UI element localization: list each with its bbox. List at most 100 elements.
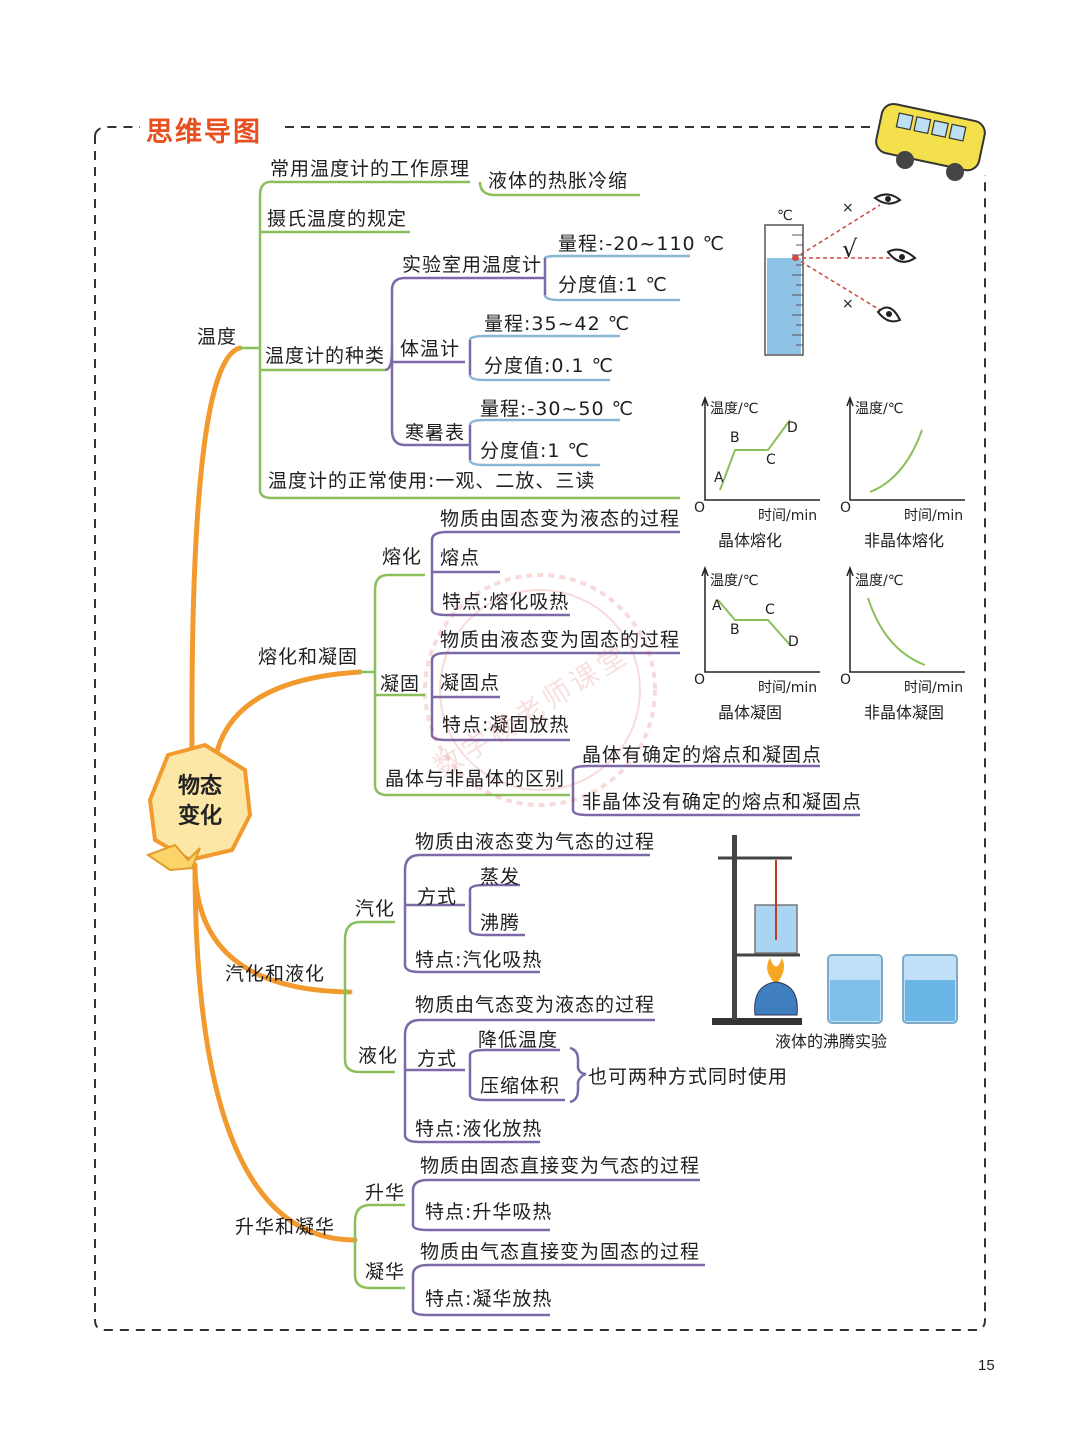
graph2-origin: O xyxy=(840,500,852,516)
branch-sublimation: 升华和凝华 xyxy=(235,1216,336,1238)
crystal-melt-curve xyxy=(719,419,791,491)
bus-illustration xyxy=(875,102,986,181)
graph-curves xyxy=(717,419,926,666)
principle-value: 液体的热胀冷缩 xyxy=(488,170,629,192)
melt-point: 熔点 xyxy=(440,547,481,569)
graph3-point-a: A xyxy=(712,598,722,614)
graph4-origin: O xyxy=(840,672,852,688)
liquefy-feature: 特点:液化放热 xyxy=(415,1118,543,1140)
graph3-ylabel: 温度/℃ xyxy=(710,573,759,589)
boiling-experiment-illustration xyxy=(712,835,958,1025)
vaporize-way: 方式 xyxy=(417,886,458,908)
graph1-xlabel: 时间/min xyxy=(758,508,818,524)
core-badge xyxy=(147,742,253,863)
graph1-point-b: B xyxy=(730,430,740,446)
amorphous-melt-curve xyxy=(869,429,923,493)
graph1-point-a: A xyxy=(714,470,724,486)
types-label: 温度计的种类 xyxy=(265,345,386,367)
deposit-feature: 特点:凝华放热 xyxy=(425,1288,553,1310)
thermometer-illustration xyxy=(764,193,917,356)
sublimation-sub-lines xyxy=(411,1178,705,1317)
melt-definition: 物质由固态变为液态的过程 xyxy=(440,508,681,530)
liquefy-note: 也可两种方式同时使用 xyxy=(588,1066,789,1088)
deposit-definition: 物质由气态直接变为固态的过程 xyxy=(420,1241,701,1263)
graph1-ylabel: 温度/℃ xyxy=(710,401,759,417)
graph3-origin: O xyxy=(694,672,706,688)
lab-thermometer-label: 实验室用温度计 xyxy=(402,254,543,276)
amorphous-solid-curve xyxy=(867,597,926,666)
vaporize-definition: 物质由液态变为气态的过程 xyxy=(415,831,656,853)
body-thermometer-label: 体温计 xyxy=(400,338,461,360)
graph3-point-d: D xyxy=(788,634,799,650)
graph2-xlabel: 时间/min xyxy=(904,508,964,524)
weather-division: 分度值:1 ℃ xyxy=(480,440,590,462)
frame-border xyxy=(94,135,986,1331)
vaporize-label: 汽化 xyxy=(355,898,396,920)
graph3-point-c: C xyxy=(765,602,775,618)
trunk-lines xyxy=(189,345,363,1243)
sublimation-lines xyxy=(353,1203,405,1290)
liquefy-way-2: 压缩体积 xyxy=(480,1075,561,1097)
core-topic: 物态 变化 xyxy=(150,752,250,852)
solidify-feature: 特点:凝固放热 xyxy=(442,714,570,736)
sublimate-label: 升华 xyxy=(365,1182,406,1204)
body-division: 分度值:0.1 ℃ xyxy=(484,355,614,377)
page-number: 15 xyxy=(978,1357,995,1374)
melting-sub-lines xyxy=(430,530,860,817)
melting-lines xyxy=(360,573,570,797)
diff-crystal: 晶体有确定的熔点和凝固点 xyxy=(582,744,823,766)
sublimate-feature: 特点:升华吸热 xyxy=(425,1201,553,1223)
lab-division: 分度值:1 ℃ xyxy=(558,274,668,296)
graph3-caption: 晶体凝固 xyxy=(718,703,783,722)
vaporize-feature: 特点:汽化吸热 xyxy=(415,949,543,971)
lab-range: 量程:-20~110 ℃ xyxy=(558,233,725,255)
weather-thermometer-label: 寒暑表 xyxy=(405,422,466,444)
thermometer-unit: ℃ xyxy=(777,208,793,224)
value-lines xyxy=(468,254,690,467)
sublimate-definition: 物质由固态直接变为气态的过程 xyxy=(420,1155,701,1177)
melt-feature: 特点:熔化吸热 xyxy=(442,591,570,613)
graph4-ylabel: 温度/℃ xyxy=(855,573,904,589)
graph1-caption: 晶体熔化 xyxy=(718,531,783,550)
solidify-label: 凝固 xyxy=(380,673,421,695)
wrong-view-bottom: × xyxy=(842,296,854,312)
branch-vapor: 汽化和液化 xyxy=(225,963,326,985)
principle-label: 常用温度计的工作原理 xyxy=(270,158,471,180)
melt-label: 熔化 xyxy=(382,546,423,568)
graph1-point-c: C xyxy=(766,452,776,468)
branch-temperature: 温度 xyxy=(197,326,238,348)
liquefy-way: 方式 xyxy=(417,1048,458,1070)
graph-axes xyxy=(701,395,965,673)
body-range: 量程:35~42 ℃ xyxy=(484,313,631,335)
temperature-lines xyxy=(240,180,680,500)
vapor-lines xyxy=(343,920,395,1074)
solidify-point: 凝固点 xyxy=(440,672,501,694)
liquefy-way-1: 降低温度 xyxy=(478,1029,559,1051)
diff-amorphous: 非晶体没有确定的熔点和凝固点 xyxy=(582,791,863,813)
celsius-label: 摄氏温度的规定 xyxy=(267,208,408,230)
page-title: 思维导图 xyxy=(146,117,262,148)
core-line-2: 变化 xyxy=(177,804,222,829)
diff-label: 晶体与非晶体的区别 xyxy=(385,768,566,790)
vaporize-way-2: 沸腾 xyxy=(480,912,521,934)
graph4-xlabel: 时间/min xyxy=(904,680,964,696)
thermometer-type-lines xyxy=(384,258,547,460)
graph1-origin: O xyxy=(694,500,706,516)
usage-label: 温度计的正常使用:一观、二放、三读 xyxy=(268,470,596,492)
vapor-sub-lines xyxy=(403,853,655,1144)
watermark-stamp xyxy=(423,573,657,807)
deposit-label: 凝华 xyxy=(365,1261,406,1283)
wrong-view-top: × xyxy=(842,200,854,216)
solidify-definition: 物质由液态变为固态的过程 xyxy=(440,629,681,651)
crystal-solid-curve xyxy=(717,599,791,646)
graph2-ylabel: 温度/℃ xyxy=(855,401,904,417)
weather-range: 量程:-30~50 ℃ xyxy=(480,398,634,420)
graph3-point-b: B xyxy=(730,622,740,638)
core-line-1: 物态 xyxy=(177,774,222,799)
vaporize-way-1: 蒸发 xyxy=(480,866,521,888)
liquefy-definition: 物质由气态变为液态的过程 xyxy=(415,994,656,1016)
boiling-caption: 液体的沸腾实验 xyxy=(775,1032,888,1051)
branch-melting: 熔化和凝固 xyxy=(258,646,359,668)
graph2-caption: 非晶体熔化 xyxy=(864,531,945,550)
